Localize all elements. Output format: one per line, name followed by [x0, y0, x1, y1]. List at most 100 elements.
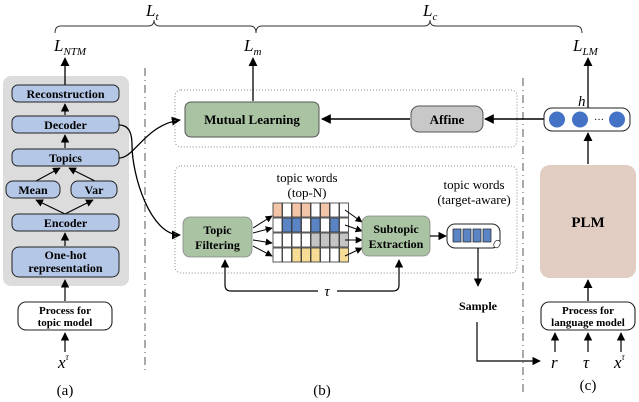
mutual-learning-region: [174, 89, 518, 148]
grid-cell: [329, 232, 340, 248]
svg-text:One-hot: One-hot: [45, 248, 87, 262]
svg-text:Reconstruction: Reconstruction: [27, 87, 105, 101]
grid-cell: [291, 247, 302, 263]
hidden-ellipsis: ···: [594, 115, 604, 126]
caption-b: (b): [313, 383, 331, 399]
var-block: Var: [70, 180, 118, 199]
grid-cell: [291, 202, 302, 218]
svg-text:Subtopic: Subtopic: [373, 222, 419, 236]
grid-cell: [339, 247, 349, 263]
sample-label: Sample: [459, 299, 498, 313]
arrow-row2-subtopic: [344, 224, 363, 233]
grid-cell: [272, 247, 283, 263]
hidden-unit-n: [609, 111, 625, 128]
tau-label: τ: [324, 284, 330, 300]
arrow-decoder-to-filtering: [118, 124, 181, 240]
arrow-mean-topics: [35, 167, 61, 182]
svg-text:Topic: Topic: [203, 223, 232, 237]
hidden-unit-2: [572, 111, 588, 128]
loss-Lm: Lm: [243, 36, 261, 58]
grid-cell: [272, 232, 283, 248]
svg-text:language model: language model: [551, 317, 625, 329]
topics-block: Topics: [11, 148, 120, 167]
input-x-tau-c: xτ: [613, 352, 626, 372]
arrow-row4-subtopic: [344, 247, 363, 257]
arrow-filter-row2: [252, 226, 273, 234]
subtopic-extraction-block: Subtopic Extraction: [361, 215, 431, 257]
arrow-filter-row1: [252, 215, 273, 229]
grid-cell: [301, 217, 311, 233]
affine-block: Affine: [410, 105, 484, 133]
grid-cell: [282, 247, 292, 263]
loss-Lt: Lt: [145, 1, 159, 23]
grid-cell: [320, 247, 330, 263]
svg-text:Decoder: Decoder: [44, 118, 87, 132]
topic-filtering-block: Topic Filtering: [182, 216, 253, 258]
mean-block: Mean: [5, 180, 61, 199]
grid-cell: [282, 202, 292, 218]
tau-loop-right: [337, 259, 404, 292]
caption-a: (a): [57, 383, 74, 399]
arrow-topics-to-mutual: [118, 116, 181, 159]
grid-cell: [301, 247, 311, 263]
loss-LLM: LLM: [572, 36, 599, 58]
arrow-var-topics: [68, 167, 96, 182]
grid-cell: [339, 217, 349, 233]
hidden-unit-1: [549, 111, 565, 128]
mutual-learning-block: Mutual Learning: [184, 101, 320, 138]
grid-cell: [301, 202, 311, 218]
arrow-encoder-mean: [35, 199, 66, 215]
target-label-line2: (target-aware): [437, 192, 510, 207]
grid-cell: [329, 217, 340, 233]
brace-Lc: [255, 19, 583, 34]
svg-text:Filtering: Filtering: [195, 238, 240, 252]
grid-cell: [301, 232, 311, 248]
svg-text:Var: Var: [85, 183, 105, 197]
grid-cell: [310, 217, 321, 233]
input-x-tau-a: xτ: [57, 352, 70, 372]
grid-cell: [329, 202, 340, 218]
grid-cell: [320, 232, 330, 248]
topn-label-line1: topic words: [276, 170, 337, 185]
grid-cell: [291, 217, 302, 233]
target-label-line1: topic words: [443, 177, 504, 192]
grid-cell: [310, 247, 321, 263]
grid-cell: [272, 217, 283, 233]
grid-cell: [310, 232, 321, 248]
input-tau: τ: [583, 353, 590, 372]
topic-selection-region: [174, 165, 518, 274]
decoder-block: Decoder: [11, 115, 120, 134]
onehot-block: One-hot representation: [11, 246, 120, 278]
svg-text:Process for: Process for: [562, 305, 614, 317]
grid-cell: [291, 232, 302, 248]
svg-text:Topics: Topics: [49, 151, 82, 165]
arrow-encoder-var: [64, 199, 94, 215]
topn-word-grid: [272, 202, 349, 263]
grid-cell: [272, 202, 283, 218]
svg-text:representation: representation: [28, 261, 103, 275]
process-language-model-block: Process for language model: [540, 301, 636, 331]
svg-text:Affine: Affine: [430, 112, 465, 127]
arrow-filter-row3: [252, 238, 273, 246]
topn-label-line2: (top-N): [288, 185, 327, 200]
grid-cell: [329, 247, 340, 263]
loss-LNTM: LNTM: [53, 36, 87, 58]
arrow-row1-subtopic: [344, 209, 363, 223]
svg-text:Process for: Process for: [39, 305, 91, 317]
grid-cell: [282, 232, 292, 248]
target-aware-word-list: [446, 223, 501, 249]
grid-cell: [310, 202, 321, 218]
encoder-block: Encoder: [11, 213, 120, 232]
grid-cell: [282, 217, 292, 233]
grid-cell: [320, 202, 330, 218]
svg-text:topic model: topic model: [38, 317, 93, 329]
svg-text:Mean: Mean: [18, 183, 48, 197]
hidden-vector: ···: [543, 107, 631, 132]
plm-block: PLM: [540, 165, 636, 278]
svg-text:Extraction: Extraction: [369, 237, 424, 251]
brace-Lt: [54, 19, 257, 34]
input-r: r: [551, 353, 558, 372]
tau-loop-left: [220, 259, 318, 292]
grid-cell: [320, 217, 330, 233]
